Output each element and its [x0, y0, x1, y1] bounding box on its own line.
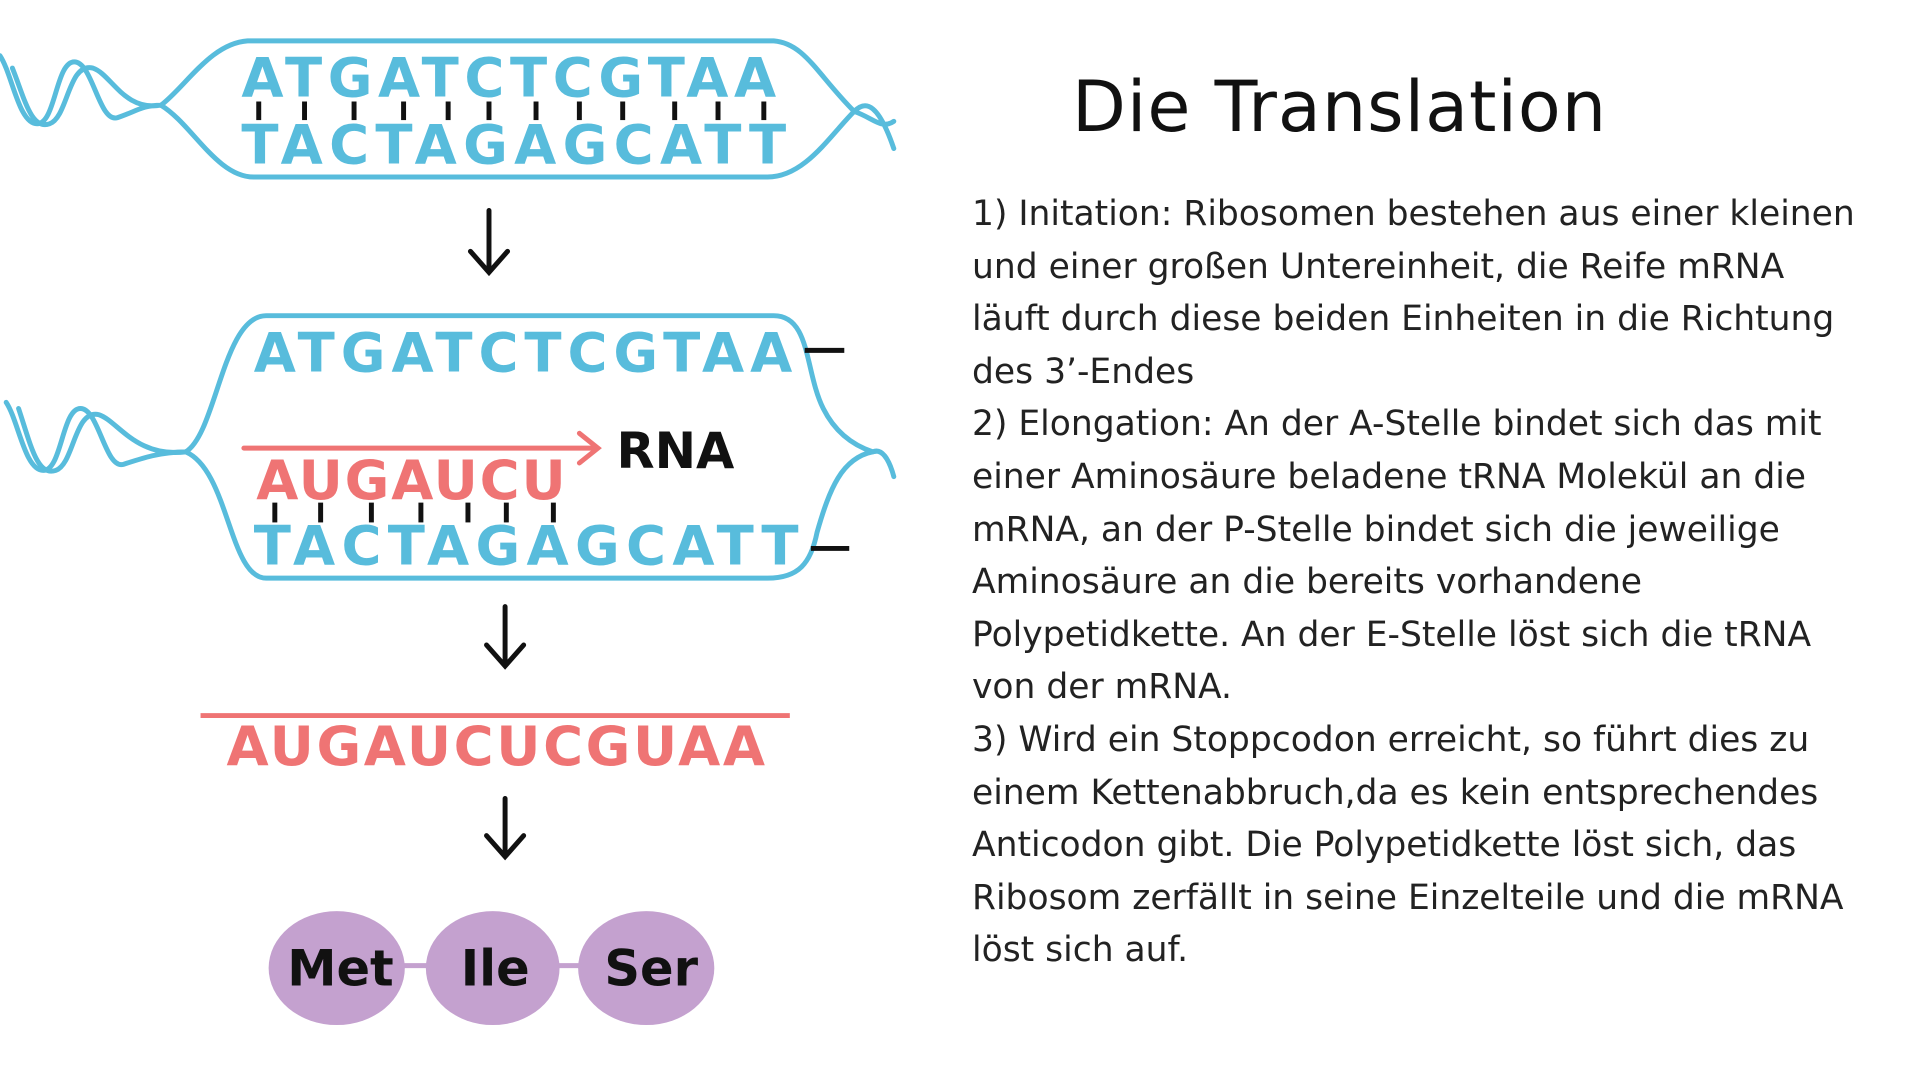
text-line: Polypetidkette. An der E-Stelle löst sic… — [972, 614, 1812, 655]
dna-bottom-strand-2: TACTAGAGCATT — [254, 514, 799, 578]
arrow-down-icon — [467, 207, 511, 277]
text-line: von der mRNA. — [972, 667, 1232, 708]
dna-helix-left-1 — [0, 53, 164, 128]
translation-diagram: ATGATCTCGTAA TACTAGAGCATT ATGATCTCGTAA R… — [0, 38, 897, 1026]
text-line: Aminosäure an die bereits vorhandene — [972, 562, 1643, 603]
amino-acid-chain: Met Ile Ser — [268, 911, 715, 1026]
text-line: mRNA, an der P-Stelle bindet sich die je… — [972, 509, 1780, 550]
rna-label: RNA — [617, 422, 736, 480]
arrow-down-icon — [484, 604, 527, 670]
text-line: 2) Elongation: An der A-Stelle bindet si… — [972, 404, 1822, 445]
page-title: Die Translation — [1072, 66, 1608, 148]
description-text: 1) Initation: Ribosomen bestehen aus ein… — [972, 188, 1902, 977]
amino-acid-ser — [578, 911, 715, 1026]
base-pair-ticks-1 — [256, 101, 767, 121]
text-line: läuft durch diese beiden Einheiten in di… — [972, 299, 1835, 340]
text-line: einer Aminosäure beladene tRNA Molekül a… — [972, 456, 1807, 497]
dna-helix-right-2 — [870, 448, 897, 480]
base-pair-ticks-2 — [272, 502, 556, 523]
amino-acid-ile — [425, 911, 560, 1026]
amino-acid-met — [268, 911, 405, 1026]
text-line: des 3’-Endes — [972, 351, 1195, 392]
text-line: 1) Initation: Ribosomen bestehen aus ein… — [972, 194, 1855, 234]
dna-bottom-strand-1: TACTAGAGCATT — [241, 112, 786, 176]
text-line: 3) Wird ein Stoppcodon erreicht, so führ… — [972, 719, 1810, 760]
arrow-down-icon — [484, 796, 527, 861]
text-line: und einer großen Untereinheit, die Reife… — [972, 246, 1785, 287]
amino-acid-label: Ser — [604, 939, 698, 997]
rna-partial-strand: AUGAUCU — [256, 448, 565, 512]
dna-top-strand-2: ATGATCTCGTAA — [254, 320, 793, 384]
rna-arrow-icon — [241, 430, 602, 466]
dna-top-strand-1: ATGATCTCGTAA — [241, 46, 776, 110]
amino-acid-label: Met — [287, 939, 393, 997]
text-line: einem Kettenabbruch,da es kein entsprech… — [972, 772, 1819, 813]
text-line: löst sich auf. — [972, 930, 1189, 971]
mrna-strand: AUGAUCUCGUAA — [227, 714, 766, 778]
text-line: Anticodon gibt. Die Polypetidkette löst … — [972, 825, 1797, 866]
text-line: Ribosom zerfällt in seine Einzelteile un… — [972, 877, 1844, 918]
dna-helix-left-2 — [3, 399, 189, 474]
dna-helix-right-1 — [851, 103, 897, 152]
amino-acid-label: Ile — [461, 939, 530, 997]
